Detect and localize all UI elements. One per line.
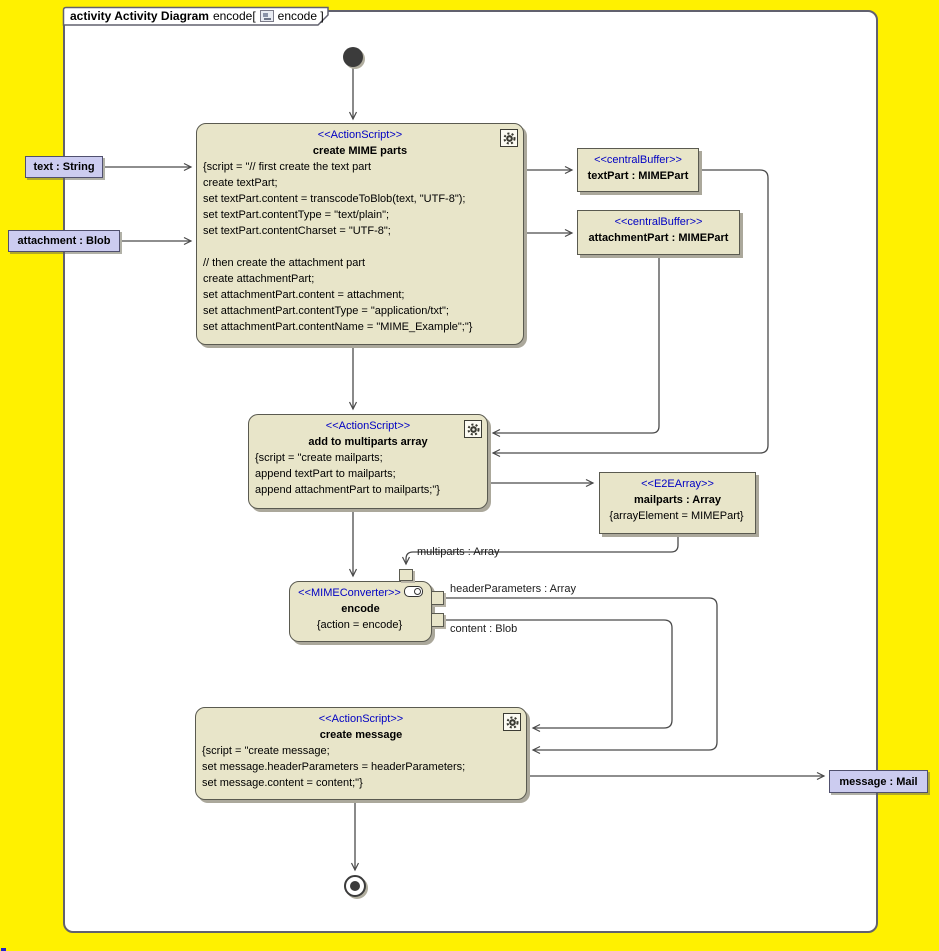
action-add-to-multiparts-array[interactable]: <<ActionScript>> add to multiparts array…: [248, 414, 488, 509]
action-name: add to multiparts array: [308, 436, 428, 448]
action-script-body: {script = "create message; set message.h…: [202, 745, 466, 789]
buffer-attachmentpart[interactable]: <<centralBuffer>> attachmentPart : MIMEP…: [577, 210, 740, 255]
buffer-mailparts[interactable]: <<E2EArray>> mailparts : Array {arrayEle…: [599, 472, 756, 534]
buffer-name: textPart : MIMEPart: [587, 170, 689, 182]
stereotype-label: <<ActionScript>>: [325, 420, 411, 432]
stereotype-label: <<centralBuffer>>: [594, 154, 682, 166]
frame-title-tab[interactable]: activity Activity Diagram encode[ encode…: [62, 6, 334, 27]
action-script-body: {script = "create mailparts; append text…: [255, 452, 440, 496]
gear-icon[interactable]: [464, 420, 482, 438]
edge-label-header-parameters: headerParameters : Array: [450, 583, 576, 595]
gear-icon[interactable]: [500, 129, 518, 147]
object-node-text[interactable]: text : String: [25, 156, 103, 178]
object-node-attachment[interactable]: attachment : Blob: [8, 230, 120, 252]
stereotype-label: <<E2EArray>>: [641, 478, 714, 490]
final-node-dot: [350, 881, 360, 891]
gear-icon[interactable]: [503, 713, 521, 731]
action-body: {action = encode}: [316, 619, 403, 631]
object-node-label: text : String: [33, 161, 95, 173]
buffer-constraint: {arrayElement = MIMEPart}: [609, 510, 744, 522]
object-node-message[interactable]: message : Mail: [829, 770, 928, 793]
input-pin-multiparts[interactable]: [399, 569, 413, 581]
diagram-icon: [259, 9, 274, 22]
edge-label-multiparts: multiparts : Array: [417, 546, 500, 558]
output-pin-header-parameters[interactable]: [431, 591, 444, 605]
action-name: create MIME parts: [312, 145, 408, 157]
activity-final-node[interactable]: [344, 875, 366, 897]
action-name: create message: [319, 729, 403, 741]
frame-name-right: encode ]: [277, 8, 324, 23]
frame-keyword: activity Activity Diagram: [70, 8, 209, 23]
gear-glyph: [502, 131, 516, 145]
stereotype-label: <<centralBuffer>>: [614, 216, 703, 228]
gear-glyph: [505, 715, 519, 729]
screen-artifact: [1, 948, 6, 951]
stereotype-label: <<MIMEConverter>>: [298, 587, 401, 599]
stereotype-label: <<ActionScript>>: [318, 713, 404, 725]
output-pin-content[interactable]: [431, 613, 444, 627]
edge-label-content: content : Blob: [450, 623, 518, 635]
action-script-body: {script = "// first create the text part…: [203, 161, 473, 333]
converter-icon: [403, 586, 423, 597]
object-node-label: message : Mail: [839, 775, 918, 788]
action-name: encode: [341, 603, 380, 615]
frame-name-left: encode[: [212, 8, 256, 23]
buffer-name: attachmentPart : MIMEPart: [588, 232, 729, 244]
object-node-label: attachment : Blob: [17, 235, 111, 247]
stereotype-label: <<ActionScript>>: [317, 129, 403, 141]
action-encode[interactable]: <<MIMEConverter>> encode {action = encod…: [289, 581, 432, 642]
buffer-textpart[interactable]: <<centralBuffer>> textPart : MIMEPart: [577, 148, 699, 192]
action-create-message[interactable]: <<ActionScript>> create message {script …: [195, 707, 527, 800]
gear-glyph: [466, 422, 480, 436]
action-create-mime-parts[interactable]: <<ActionScript>> create MIME parts {scri…: [196, 123, 524, 345]
initial-node[interactable]: [343, 47, 363, 67]
buffer-name: mailparts : Array: [633, 494, 722, 506]
